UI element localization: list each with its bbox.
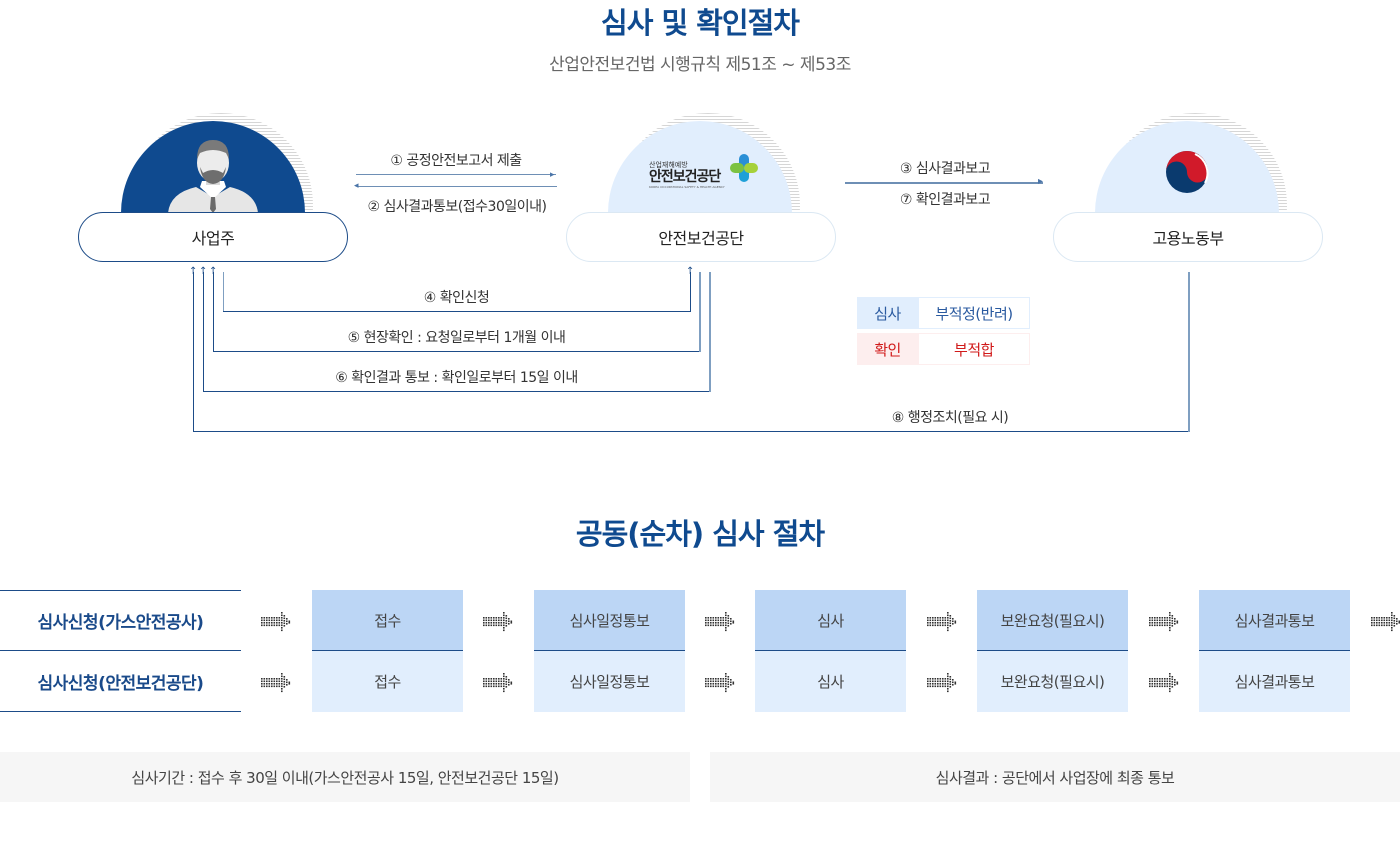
government-emblem-icon — [1166, 151, 1209, 193]
kosha-logo-en-text: KOREA OCCUPATIONAL SAFETY & HEALTH AGENC… — [649, 185, 725, 189]
legend-row-confirm: 확인 부적합 — [857, 333, 1030, 365]
step-gas-4: 보완요청(필요시) — [977, 590, 1128, 651]
note-review-period: 심사기간 : 접수 후 30일 이내(가스안전공사 15일, 안전보건공단 15… — [0, 752, 690, 802]
actor-ministry: 고용노동부 — [1053, 212, 1323, 262]
kosha-cross-icon — [730, 154, 758, 182]
flow-4-line-start — [223, 272, 224, 312]
step-kosha-5: 심사결과통보 — [1199, 651, 1350, 712]
row-head-kosha: 심사신청(안전보건공단) — [37, 674, 204, 694]
dotted-arrow-right-icon — [703, 609, 739, 639]
ministry-dome — [1087, 113, 1307, 213]
flow-7-label: ⑦ 확인결과보고 — [899, 192, 991, 208]
flow-5-line-start — [699, 272, 701, 352]
row-divider — [0, 590, 241, 591]
dotted-arrow-right-icon — [1147, 670, 1183, 700]
flow-6-line — [203, 391, 710, 392]
arrow-up-icon: ↑ — [209, 266, 218, 277]
flow-8-line-end — [193, 272, 194, 432]
businessman-avatar-icon — [168, 140, 258, 213]
step-gas-5: 심사결과통보 — [1199, 590, 1350, 651]
section-title-review: 심사 및 확인절차 — [601, 6, 800, 40]
dotted-arrow-right-icon — [1147, 609, 1183, 639]
flow-1-label: ① 공정안전보고서 제출 — [390, 153, 522, 169]
flow-1-arrow-line — [356, 174, 556, 175]
step-kosha-2: 심사일정통보 — [534, 651, 685, 712]
flow-3-arrow-line — [845, 182, 1043, 184]
flow-5-label: ⑤ 현장확인 : 요청일로부터 1개월 이내 — [347, 330, 566, 346]
flow-4-label: ④ 확인신청 — [423, 290, 490, 306]
arrow-right-icon: ▸ — [550, 170, 555, 180]
flow-2-arrow-line — [357, 186, 557, 187]
dotted-arrow-right-icon — [481, 609, 517, 639]
actor-employer: 사업주 — [78, 212, 348, 262]
arrow-up-icon: ↑ — [199, 266, 208, 277]
flow-8-line-start — [1188, 272, 1190, 432]
step-gas-3: 심사 — [755, 590, 906, 651]
actor-kosha-label: 안전보건공단 — [658, 229, 744, 248]
arrow-left-icon: ◂ — [354, 181, 359, 191]
legend-value-review: 부적정(반려) — [918, 297, 1030, 329]
dotted-arrow-right-icon — [259, 670, 295, 700]
note-review-result: 심사결과 : 공단에서 사업장에 최종 통보 — [710, 752, 1400, 802]
dotted-arrow-right-icon — [481, 670, 517, 700]
legend-key-review: 심사 — [857, 297, 918, 329]
result-legend: 심사 부적정(반려) 확인 부적합 — [857, 293, 1030, 369]
dotted-arrow-right-icon — [259, 609, 295, 639]
flow-4-line-end — [690, 272, 691, 312]
flow-6-label: ⑥ 확인결과 통보 : 확인일로부터 15일 이내 — [335, 370, 578, 386]
flow-6-line-end — [203, 272, 204, 392]
flow-6-line-start — [709, 272, 711, 392]
legend-value-confirm: 부적합 — [918, 333, 1030, 365]
employer-dome — [113, 113, 333, 213]
row-divider — [0, 711, 241, 712]
kosha-logo-small-text: 산업재해예방 — [649, 161, 688, 169]
actor-kosha: 안전보건공단 — [566, 212, 836, 262]
flow-5-line — [213, 351, 700, 352]
arrow-up-icon: ↑ — [686, 266, 695, 277]
flow-4-line — [223, 311, 690, 312]
section-title-joint-review: 공동(순차) 심사 절차 — [575, 517, 825, 551]
flow-8-label: ⑧ 행정조치(필요 시) — [891, 410, 1009, 426]
actor-ministry-label: 고용노동부 — [1152, 229, 1224, 248]
row-divider — [0, 650, 241, 651]
step-gas-2: 심사일정통보 — [534, 590, 685, 651]
dotted-arrow-right-icon — [703, 670, 739, 700]
legend-key-confirm: 확인 — [857, 333, 918, 365]
flow-3-label: ③ 심사결과보고 — [899, 161, 991, 177]
dotted-arrow-right-icon — [925, 609, 961, 639]
flow-8-line — [193, 431, 1190, 432]
legend-row-review: 심사 부적정(반려) — [857, 297, 1030, 329]
step-kosha-4: 보완요청(필요시) — [977, 651, 1128, 712]
row-head-gas: 심사신청(가스안전공사) — [37, 613, 204, 633]
step-kosha-1: 접수 — [312, 651, 463, 712]
kosha-logo-icon: 산업재해예방 안전보건공단 KOREA OCCUPATIONAL SAFETY … — [649, 154, 759, 191]
actor-employer-label: 사업주 — [191, 229, 235, 248]
arrow-up-icon: ↑ — [189, 266, 198, 277]
arrow-right-icon: ▸ — [1038, 176, 1044, 187]
section-subtitle-law: 산업안전보건법 시행규칙 제51조 ~ 제53조 — [549, 55, 851, 75]
dotted-arrow-right-icon — [925, 670, 961, 700]
step-kosha-3: 심사 — [755, 651, 906, 712]
flow-2-label: ② 심사결과통보(접수30일이내) — [367, 199, 547, 215]
kosha-logo-main-text: 안전보건공단 — [649, 169, 721, 185]
flow-5-line-end — [213, 272, 214, 352]
step-gas-1: 접수 — [312, 590, 463, 651]
kosha-dome: 산업재해예방 안전보건공단 KOREA OCCUPATIONAL SAFETY … — [600, 113, 820, 213]
dotted-arrow-right-icon — [1369, 609, 1400, 639]
